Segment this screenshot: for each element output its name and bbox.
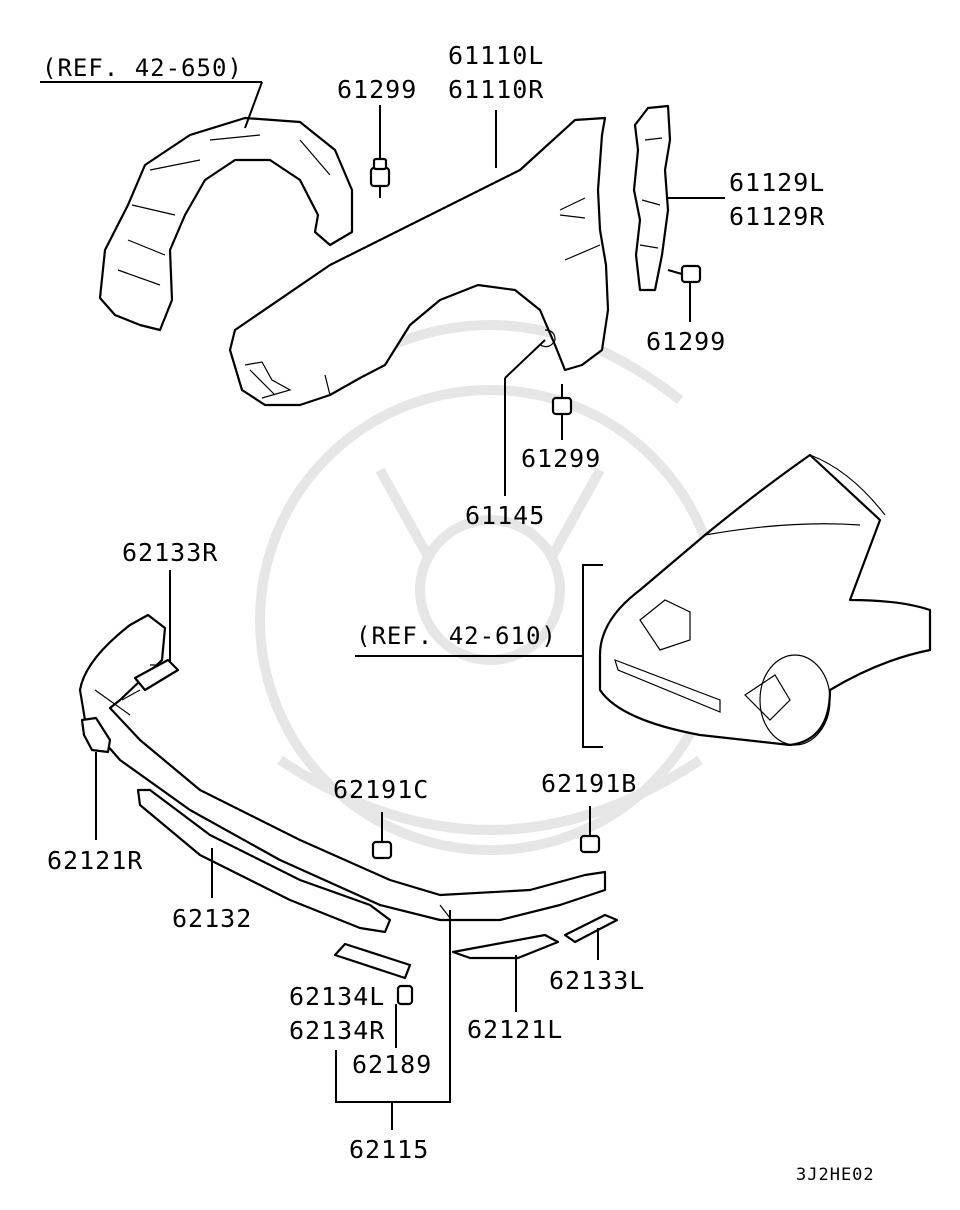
- label-clip-small: 62189: [352, 1050, 432, 1079]
- side-extension-l: [451, 933, 560, 960]
- center-spoiler-strip: [136, 788, 392, 934]
- leader-lines-upper: [40, 81, 725, 496]
- ref-label-upper: (REF. 42-650): [42, 54, 243, 82]
- side-extension-r: [80, 716, 112, 754]
- spoiler-bracket-r: [133, 658, 180, 692]
- label-extension-r: 62121R: [47, 846, 143, 875]
- spoiler-bracket-l: [563, 913, 619, 944]
- label-extension-l: 62121L: [467, 1015, 563, 1044]
- label-plate-l: 62134L: [289, 982, 385, 1011]
- label-clip-right: 61299: [646, 327, 726, 356]
- nut-icon-b: [579, 806, 601, 854]
- label-fender-r: 61110R: [448, 75, 544, 104]
- ref-bracket: [355, 564, 603, 748]
- label-clip-mid: 61299: [521, 444, 601, 473]
- label-nut-b: 62191B: [541, 769, 637, 798]
- label-spoiler-l-bracket: 62133L: [549, 966, 645, 995]
- small-clip-icon: [396, 984, 414, 1006]
- ref-label-lower: (REF. 42-610): [356, 622, 557, 650]
- spoiler-plate: [333, 942, 412, 980]
- clip-icon-top: [369, 157, 391, 198]
- front-spoiler-assembly: [78, 613, 607, 922]
- nut-icon-c: [371, 812, 393, 860]
- label-nut-c: 62191C: [333, 775, 429, 804]
- clip-icon-mid: [551, 384, 573, 440]
- leader-lines-lower: [95, 570, 599, 1130]
- inner-fender-liner: [98, 116, 354, 332]
- label-fender-l: 61110L: [448, 41, 544, 70]
- label-bracket-l: 61129L: [729, 168, 825, 197]
- label-assembly: 62115: [349, 1135, 429, 1164]
- label-clip-top: 61299: [337, 75, 417, 104]
- label-spoiler-r-bracket: 62133R: [122, 538, 218, 567]
- label-bracket-r: 61129R: [729, 202, 825, 231]
- label-spoiler-center: 62132: [172, 904, 252, 933]
- fender-bracket: [632, 104, 672, 292]
- label-plate-r: 62134R: [289, 1016, 385, 1045]
- label-splash: 61145: [465, 501, 545, 530]
- diagram-code: 3J2HE02: [796, 1165, 875, 1185]
- car-front-silhouette: [598, 453, 932, 747]
- clip-icon-right: [667, 264, 702, 322]
- front-fender: [228, 116, 610, 407]
